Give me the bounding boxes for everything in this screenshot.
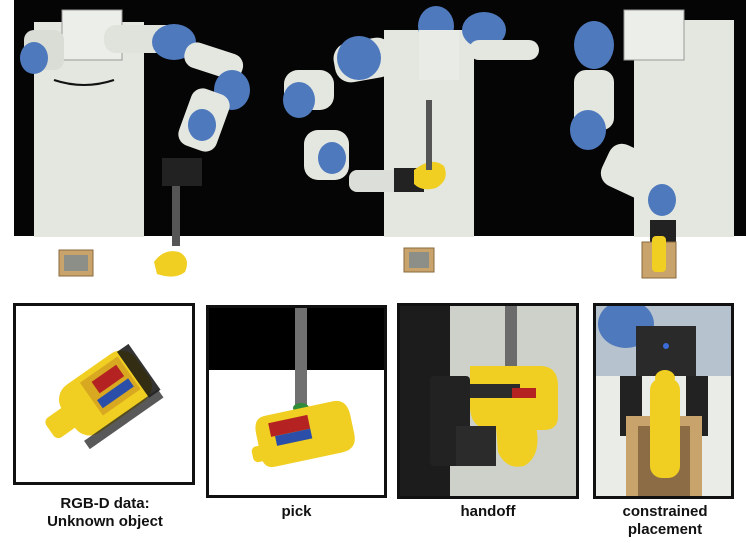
robot-sequence-illustration bbox=[14, 0, 746, 292]
panel-pick bbox=[206, 305, 387, 498]
panel-rgbd-data bbox=[13, 303, 195, 485]
panel-handoff bbox=[397, 303, 579, 499]
caption-handoff: handoff bbox=[460, 503, 516, 520]
robot-frame-handoff bbox=[283, 6, 539, 273]
rgbd-mustard-illustration bbox=[16, 306, 192, 482]
caption-rgbd-line2: Unknown object bbox=[47, 513, 163, 530]
handoff-illustration bbox=[400, 306, 576, 496]
caption-rgbd-line1: RGB-D data: bbox=[60, 495, 150, 512]
caption-pick: pick bbox=[281, 503, 312, 520]
robot-frame-placement bbox=[570, 9, 734, 279]
robot-frame-pick bbox=[20, 9, 250, 277]
placement-illustration bbox=[596, 306, 731, 496]
robot-sequence-photo bbox=[14, 0, 746, 292]
caption-constrained-placement: constrained placement bbox=[585, 503, 745, 539]
caption-placement-line2: placement bbox=[627, 521, 703, 538]
pick-illustration bbox=[209, 308, 384, 495]
panel-constrained-placement bbox=[593, 303, 734, 499]
caption-placement-line1: constrained bbox=[622, 503, 708, 520]
caption-rgbd-data: RGB-D data: Unknown object bbox=[10, 495, 200, 531]
